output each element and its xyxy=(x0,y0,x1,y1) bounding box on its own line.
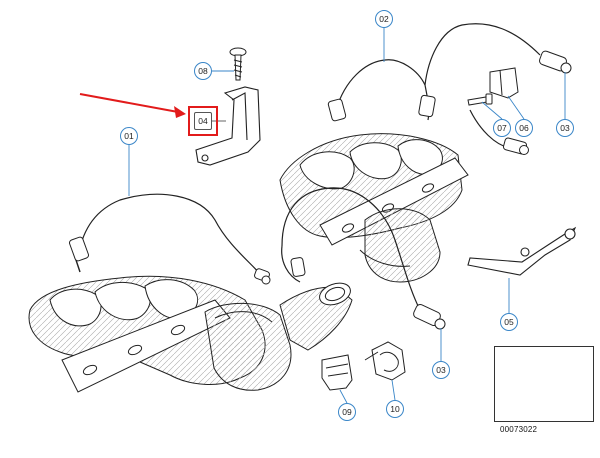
callout-10[interactable]: 10 xyxy=(386,400,404,418)
front-exhaust-manifold-icon xyxy=(28,275,353,393)
callout-03-lower[interactable]: 03 xyxy=(432,361,450,379)
bracket-icon xyxy=(467,226,577,276)
callout-03-upper[interactable]: 03 xyxy=(556,119,574,137)
callout-01[interactable]: 01 xyxy=(120,127,138,145)
highlight-arrow xyxy=(79,93,186,118)
oxygen-sensor-icon xyxy=(327,23,572,155)
clip-icon xyxy=(364,341,406,381)
leader-lines xyxy=(128,27,566,404)
callout-02[interactable]: 02 xyxy=(375,10,393,28)
callout-09[interactable]: 09 xyxy=(338,403,356,421)
oxygen-sensor-icon xyxy=(69,193,271,285)
oxygen-sensor-icon xyxy=(281,187,446,330)
callout-08[interactable]: 08 xyxy=(194,62,212,80)
callout-06[interactable]: 06 xyxy=(515,119,533,137)
callout-07[interactable]: 07 xyxy=(493,119,511,137)
vehicle-thumbnail-frame xyxy=(494,346,594,422)
screw-icon xyxy=(229,47,247,81)
callout-05[interactable]: 05 xyxy=(500,313,518,331)
bracket-icon xyxy=(489,67,519,99)
clip-icon xyxy=(321,354,353,391)
rear-exhaust-manifold-icon xyxy=(279,133,469,283)
callout-04[interactable]: 04 xyxy=(194,112,212,130)
bracket-icon xyxy=(195,86,261,166)
document-number: 00073022 xyxy=(500,425,538,434)
screw-icon xyxy=(467,93,493,106)
